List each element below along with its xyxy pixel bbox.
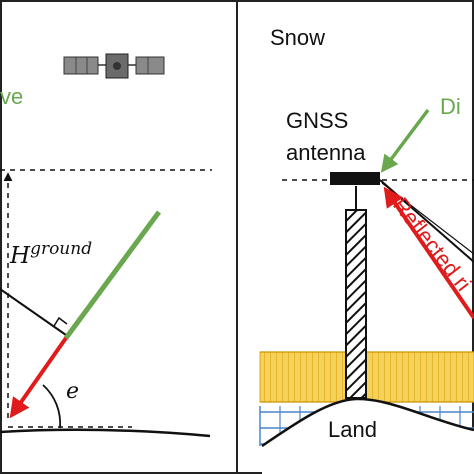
- antenna-label-line1: GNSS: [286, 108, 348, 133]
- land-fill: [262, 398, 474, 474]
- height-label: Hground: [9, 239, 92, 269]
- ground-surface: [0, 428, 211, 438]
- elevation-arc: [42, 384, 62, 429]
- wave-label: ve: [0, 84, 23, 109]
- reflected-path-arrow: [9, 336, 68, 419]
- land-label: Land: [328, 417, 377, 442]
- elevation-label: e: [66, 379, 79, 404]
- direct-signal-arrow: [380, 108, 430, 173]
- antenna-label-line2: antenna: [286, 140, 366, 165]
- perpendicular-line: [0, 288, 67, 336]
- left-panel: ve Hground e: [0, 53, 212, 438]
- antenna-icon: [330, 172, 380, 185]
- antenna-pole: [345, 209, 367, 399]
- reflected-signal-arrow: [383, 186, 474, 320]
- panel-title: Snow: [270, 25, 325, 50]
- right-angle-marker: [53, 316, 68, 327]
- right-panel: Snow GNSS antenna Di Reflected ri: [259, 25, 474, 474]
- satellite-icon: [63, 53, 165, 79]
- incoming-signal-line: [63, 210, 162, 340]
- direct-signal-label: Di: [440, 94, 461, 119]
